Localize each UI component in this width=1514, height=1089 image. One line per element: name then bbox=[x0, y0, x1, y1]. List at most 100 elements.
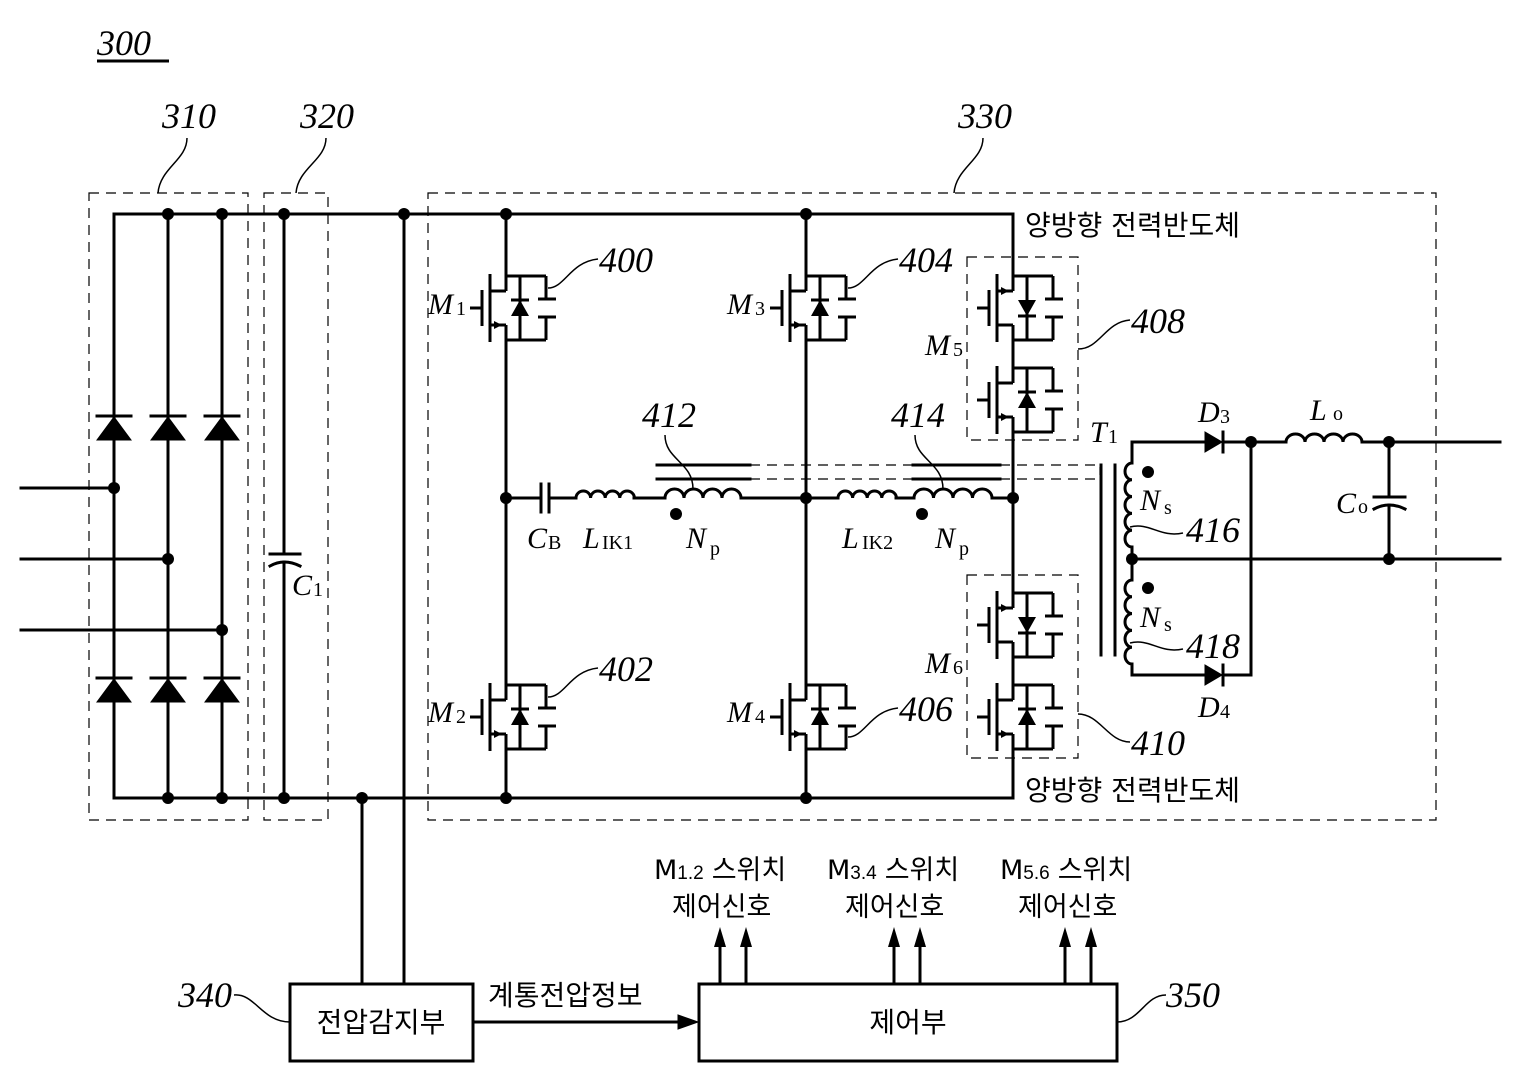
mosfet-m2 bbox=[470, 683, 556, 751]
np1-label-main: N bbox=[685, 522, 708, 555]
np2-label-sub: p bbox=[959, 538, 969, 560]
junction-dot bbox=[216, 792, 228, 804]
output-inductor-lo bbox=[1284, 432, 1364, 444]
np2-label-main: N bbox=[934, 522, 957, 555]
mosfet-m6-lower bbox=[977, 683, 1063, 751]
polarity-dot bbox=[916, 508, 928, 520]
controller-box[interactable] bbox=[697, 982, 1119, 1063]
lik1-label-sub: IK1 bbox=[602, 532, 633, 554]
leakage-inductor-lik1 bbox=[574, 489, 636, 500]
ref-330-leader bbox=[953, 137, 984, 194]
ref-408-leader bbox=[1077, 319, 1131, 350]
control-signal-arrow bbox=[714, 927, 726, 984]
signal-m34-line2: 제어신호 bbox=[845, 892, 944, 923]
m5-label-sub: 5 bbox=[953, 339, 963, 361]
junction-dot bbox=[356, 792, 368, 804]
bidirectional-label-bottom: 양방향 전력반도체 bbox=[1025, 774, 1240, 807]
signal-m56-line2: 제어신호 bbox=[1018, 892, 1117, 923]
c1-label: C bbox=[292, 569, 313, 602]
secondary-winding-ns2 bbox=[1123, 557, 1134, 677]
co-label-main: C bbox=[1336, 487, 1357, 520]
rectifier-diode-upper-a bbox=[95, 414, 133, 441]
d3-label-main: D bbox=[1197, 396, 1220, 429]
ref-310-text: 310 bbox=[161, 96, 216, 136]
lo-label-main: L bbox=[1309, 394, 1327, 427]
rectifier-diode-lower-c bbox=[203, 676, 241, 703]
body-diode-icon bbox=[511, 300, 529, 316]
ref-410-text: 410 bbox=[1131, 723, 1185, 763]
bidirectional-switch-408-outline bbox=[966, 256, 1079, 441]
voltage-sensor-block[interactable]: 전압감지부 bbox=[288, 982, 475, 1063]
rectifier-diode-upper-b bbox=[149, 414, 187, 441]
controller-block[interactable]: 제어부 bbox=[697, 982, 1119, 1063]
cb-label-sub: B bbox=[548, 532, 561, 554]
ref-340-leader bbox=[233, 994, 291, 1023]
leakage-inductor-lik2 bbox=[836, 489, 898, 500]
ns2-label-main: N bbox=[1139, 601, 1162, 634]
ref-410-leader bbox=[1077, 713, 1131, 743]
body-diode-icon bbox=[1018, 709, 1036, 725]
mosfet-m6-upper bbox=[977, 591, 1063, 659]
control-signal-arrow bbox=[914, 927, 926, 984]
signal-m12-line2: 제어신호 bbox=[672, 892, 771, 923]
m2-label-main: M bbox=[427, 696, 455, 729]
bidirectional-label-top: 양방향 전력반도체 bbox=[1025, 209, 1240, 242]
m3-label-sub: 3 bbox=[755, 298, 765, 320]
t1-label-main: T bbox=[1090, 416, 1109, 449]
ref-408-text: 408 bbox=[1131, 301, 1185, 341]
junction-dot bbox=[398, 208, 410, 220]
ref-406-leader bbox=[847, 707, 899, 738]
ref-416-leader bbox=[1129, 525, 1184, 535]
cb-label-main: C bbox=[527, 522, 548, 555]
ref-406-text: 406 bbox=[899, 689, 953, 729]
m2-label: M 2 bbox=[427, 696, 466, 729]
ref-320: 320 bbox=[295, 96, 354, 194]
polarity-dot bbox=[670, 508, 682, 520]
ns2-label-sub: s bbox=[1164, 614, 1172, 636]
m4-label: M 4 bbox=[726, 696, 765, 729]
t1-label-sub: 1 bbox=[1108, 426, 1118, 448]
ref-310: 310 bbox=[157, 96, 216, 194]
rectifier-diode-upper-c bbox=[203, 414, 241, 441]
ref-404-leader bbox=[847, 258, 899, 289]
np1-label-sub: p bbox=[710, 538, 720, 560]
transformer-t1: T 1 N s N s 416 418 bbox=[1090, 416, 1240, 677]
mosfet-m5-lower bbox=[977, 366, 1063, 434]
m1-label-main: M bbox=[427, 288, 455, 321]
ref-404-text: 404 bbox=[899, 240, 953, 280]
voltage-sensor-label: 전압감지부 bbox=[317, 1006, 446, 1039]
body-diode-icon bbox=[1018, 300, 1036, 316]
control-signal-arrow bbox=[888, 927, 900, 984]
ref-418-leader bbox=[1129, 641, 1184, 651]
resonant-branch: 412 414 C B L IK1 N p L IK2 N p bbox=[504, 395, 1101, 560]
primary-winding-np1 bbox=[663, 487, 743, 500]
grid-voltage-info-arrow: 계통전압정보 bbox=[471, 979, 700, 1030]
core-coupling-dashed bbox=[750, 464, 1101, 480]
body-diode-icon bbox=[811, 709, 829, 725]
ref-414-leader bbox=[914, 434, 944, 490]
ref-320-leader bbox=[295, 137, 327, 194]
control-signal-arrow bbox=[1059, 927, 1071, 984]
ref-340: 340 bbox=[177, 975, 291, 1023]
junction-dot bbox=[278, 792, 290, 804]
ref-350: 350 bbox=[1116, 975, 1220, 1023]
lo-label-sub: o bbox=[1333, 403, 1343, 425]
junction-dot bbox=[162, 553, 174, 565]
mosfet-m3 bbox=[770, 274, 856, 342]
m3-label: M 3 bbox=[726, 288, 765, 321]
d4-label-main: D bbox=[1197, 691, 1220, 724]
body-diode-icon bbox=[1018, 392, 1036, 408]
junction-dot bbox=[162, 792, 174, 804]
mosfet-group bbox=[470, 274, 1063, 751]
ref-402-text: 402 bbox=[599, 649, 653, 689]
ref-412-text: 412 bbox=[642, 395, 696, 435]
m1-label: M 1 bbox=[427, 288, 466, 321]
ref-400: 400 bbox=[547, 240, 653, 289]
m5-label-main: M bbox=[924, 329, 952, 362]
